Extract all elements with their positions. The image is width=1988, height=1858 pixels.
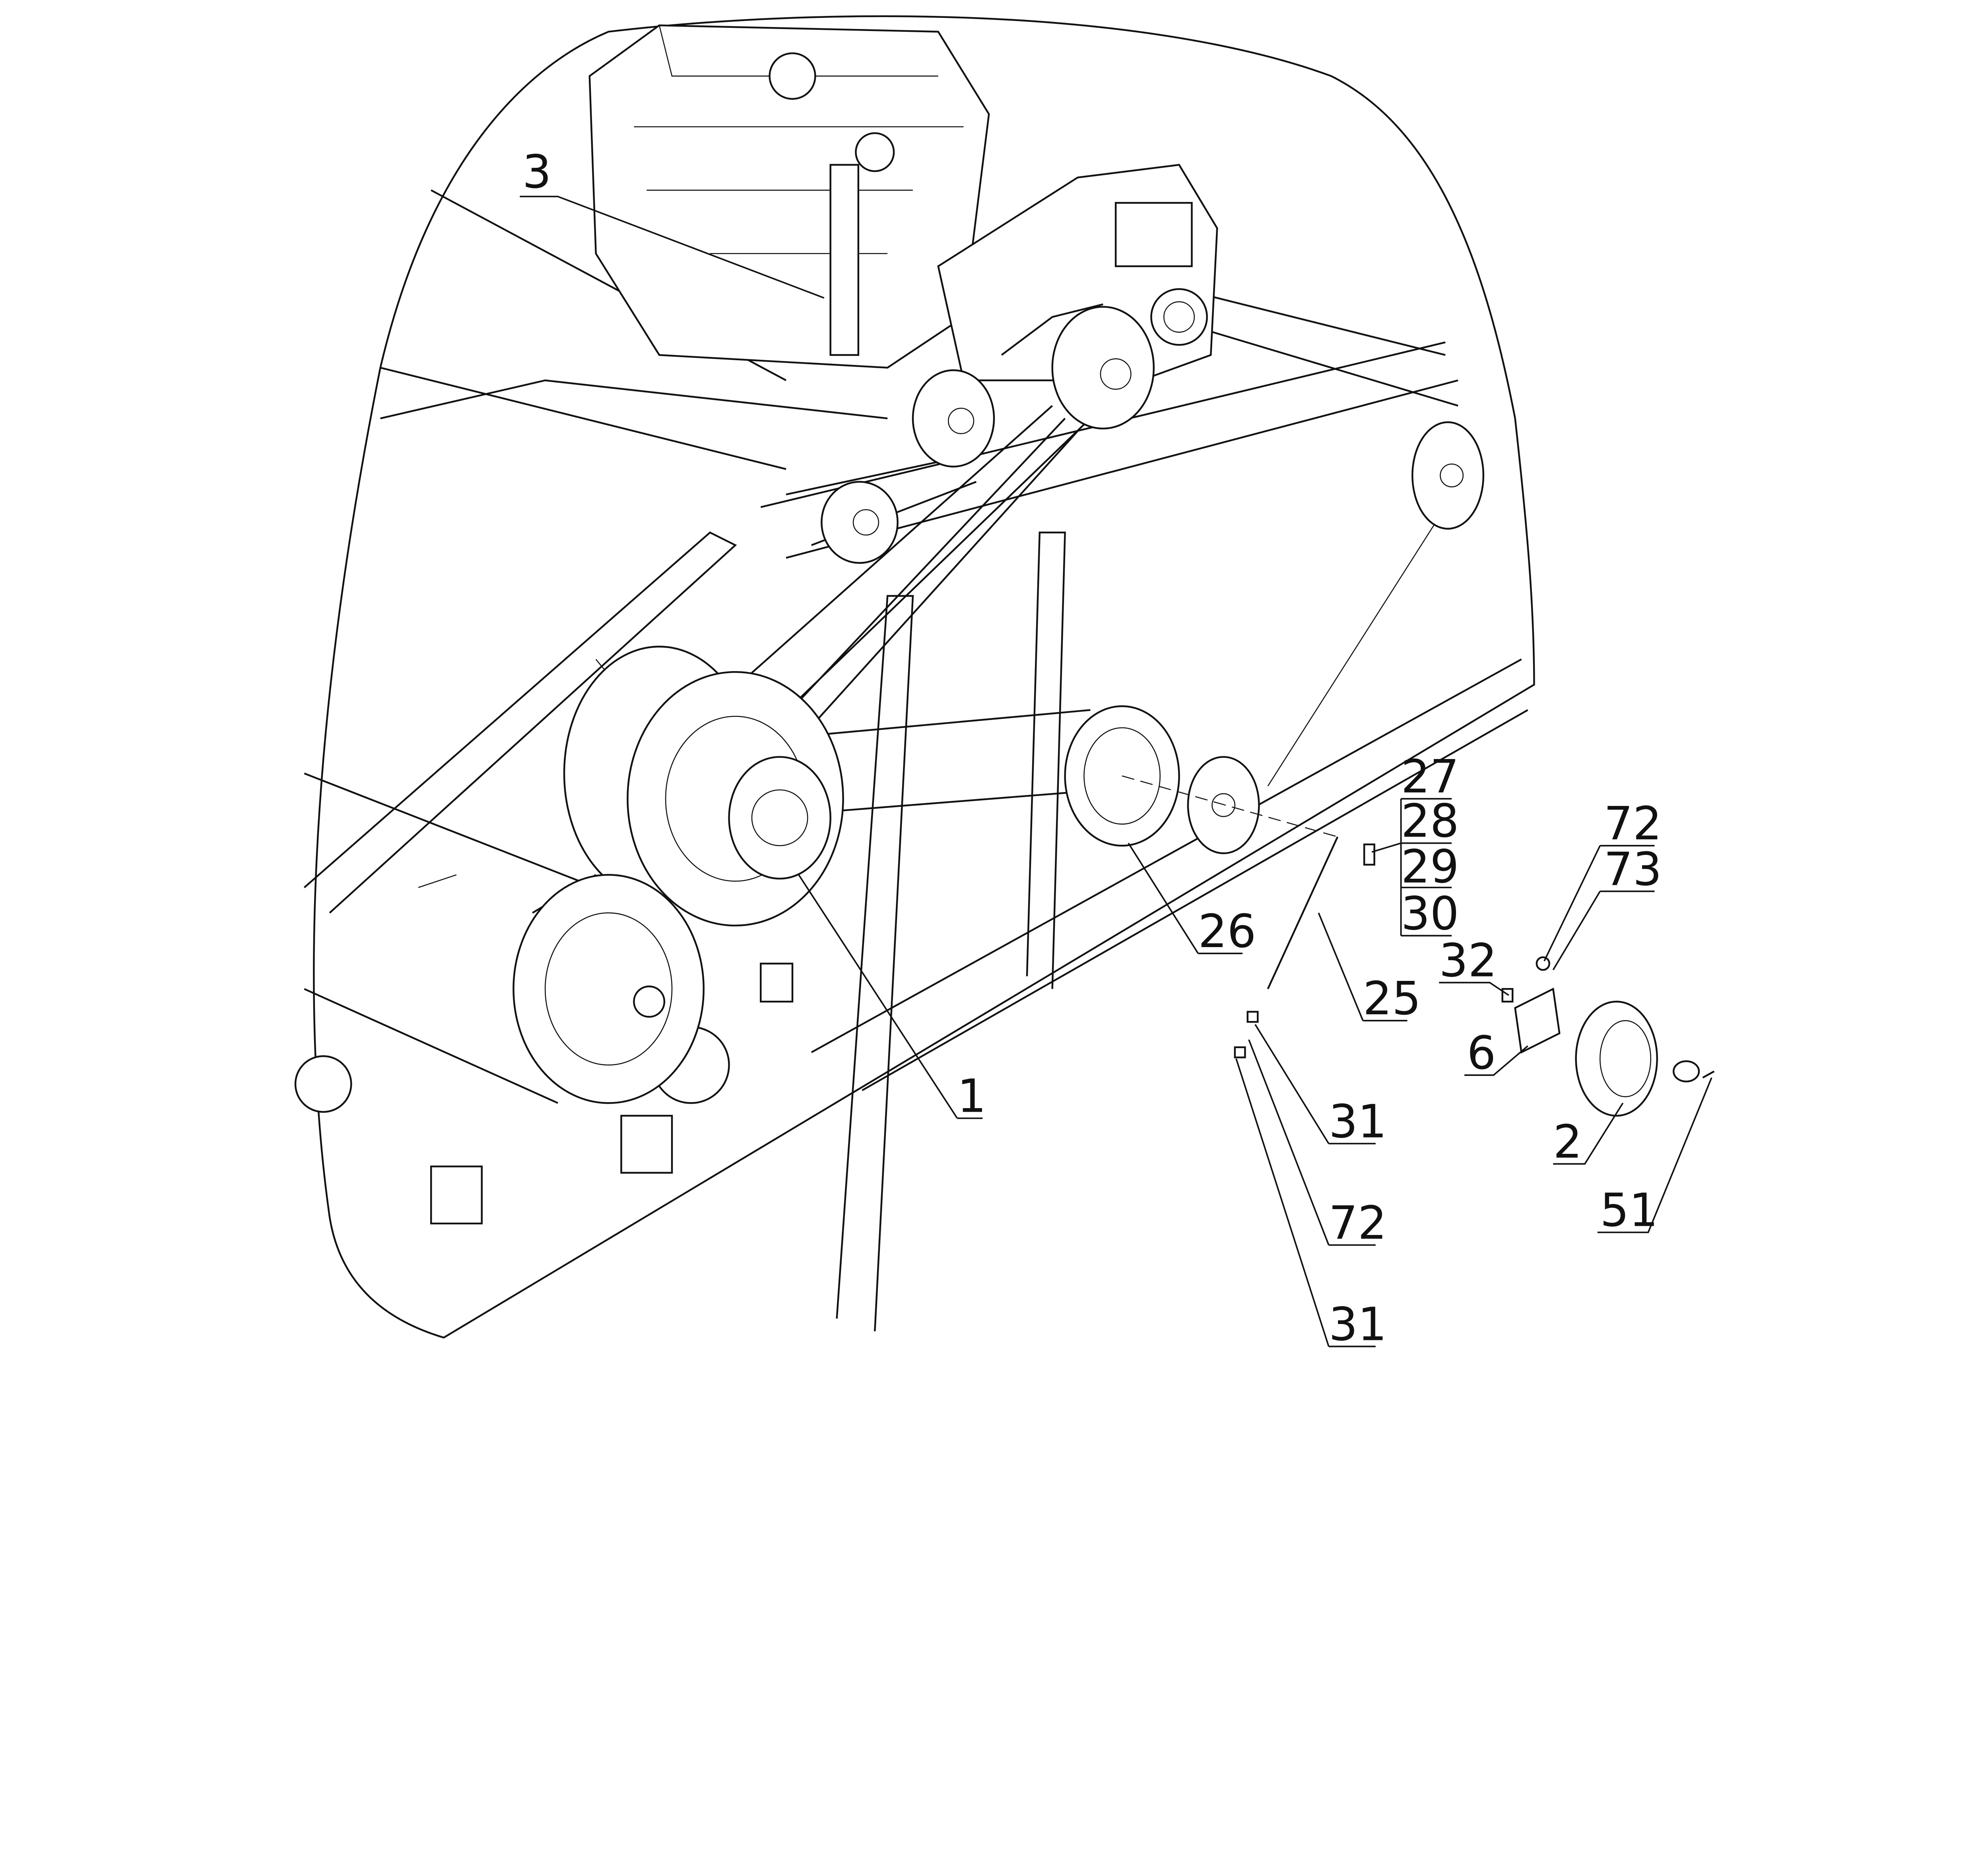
callout-label: 73 — [1604, 843, 1662, 896]
callout-label: 28 — [1401, 795, 1459, 848]
parts-diagram: 3 27 28 29 30 72 73 32 26 25 6 1 31 2 72… — [294, 15, 1715, 1351]
callout-1: 1 — [798, 874, 986, 1123]
callout-2: 2 — [1553, 1103, 1624, 1169]
callout-26: 26 — [1128, 843, 1256, 958]
callout-31-upper: 31 — [1254, 1024, 1387, 1148]
frame — [294, 189, 1528, 1332]
callout-3: 3 — [520, 146, 825, 299]
callout-label: 3 — [522, 146, 551, 199]
exploded-parts — [1122, 775, 1715, 1117]
callout-27-30: 27 28 29 30 — [1371, 750, 1459, 940]
pulleys — [513, 306, 1485, 1104]
callout-label: 29 — [1401, 840, 1459, 893]
callout-32: 32 — [1439, 934, 1509, 996]
callout-label: 30 — [1401, 887, 1459, 940]
callout-51: 51 — [1597, 1077, 1712, 1237]
callout-31-lower: 31 — [1235, 1058, 1387, 1351]
callout-label: 2 — [1553, 1115, 1582, 1169]
callout-label: 6 — [1467, 1027, 1496, 1080]
callout-label: 1 — [957, 1070, 986, 1123]
callout-label: 31 — [1329, 1095, 1387, 1148]
callout-label: 27 — [1401, 750, 1459, 804]
engine-block — [588, 24, 990, 369]
callout-label: 25 — [1363, 972, 1421, 1025]
callout-label: 72 — [1604, 797, 1662, 850]
callout-label: 51 — [1600, 1184, 1658, 1237]
callout-6: 6 — [1464, 1027, 1528, 1080]
callout-label: 72 — [1329, 1196, 1387, 1250]
callout-72-lower: 72 — [1248, 1039, 1387, 1250]
callout-label: 31 — [1329, 1298, 1387, 1351]
callout-label: 26 — [1198, 905, 1256, 958]
callout-25: 25 — [1318, 912, 1421, 1025]
callouts: 3 27 28 29 30 72 73 32 26 25 6 1 31 2 72… — [520, 146, 1712, 1351]
callout-72-73: 72 73 — [1543, 797, 1662, 971]
gearbox — [937, 164, 1218, 381]
callout-label: 32 — [1439, 934, 1497, 987]
